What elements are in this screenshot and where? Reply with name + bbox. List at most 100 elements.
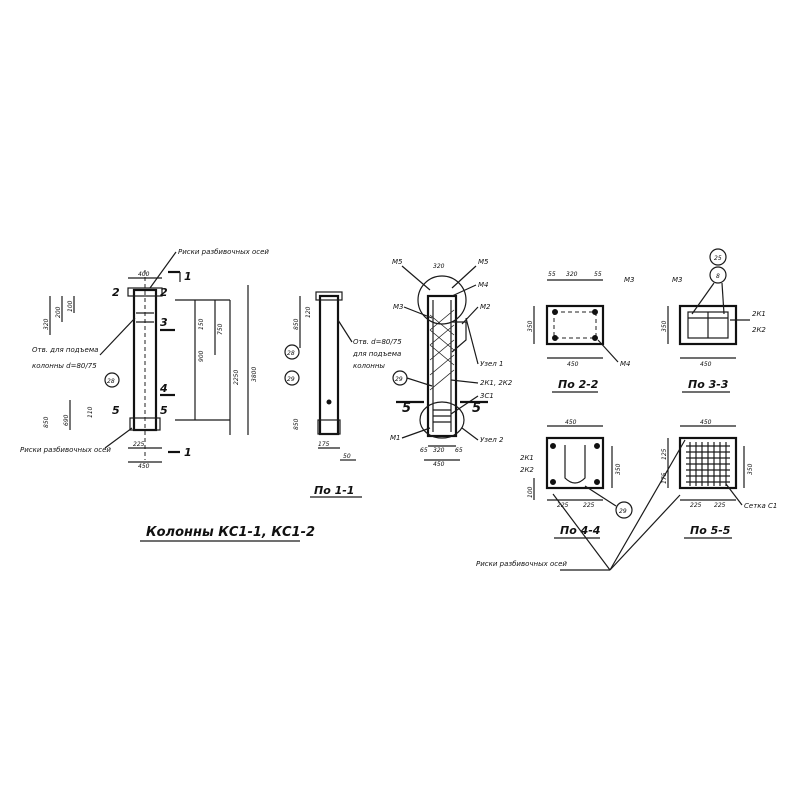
bottom-axis-note: Риски разбивочных осей (476, 560, 567, 568)
rebar-dim-320: 320 (433, 447, 445, 454)
sec55-outline (678, 436, 738, 490)
side-dim-850: 850 (293, 318, 300, 330)
label-m5-right: М5 (478, 258, 489, 266)
rebar-dim-65: 65 (420, 447, 428, 454)
sec22-dim-55b: 55 (594, 271, 602, 278)
label-2k: 2К1, 2К2 (480, 379, 513, 387)
sec33-dim-450: 450 (700, 361, 712, 368)
callout-28-text: 28 (107, 378, 115, 385)
sec44-label-2k1: 2К1 (520, 454, 534, 462)
sec22-bar-1 (552, 309, 558, 315)
sect-2b: 2 (160, 286, 168, 299)
side-column-base (317, 419, 341, 435)
dim-225: 225 (133, 441, 145, 448)
sec44-leader-29 (584, 485, 617, 507)
leader-m1 (401, 427, 431, 439)
sect-4: 4 (159, 382, 168, 395)
sec55-leader-mesh (725, 483, 743, 506)
sec22-dim-320: 320 (566, 271, 578, 278)
bottom-axis-leader (104, 427, 133, 449)
sec33-callout-8-text: 8 (716, 273, 720, 280)
side-callout-28 (284, 344, 300, 360)
dim-150: 150 (198, 318, 205, 330)
sec44-dim-350: 350 (615, 463, 622, 475)
node-circle-1 (417, 275, 467, 325)
lift-hole-note-1: Отв. для подъема (32, 346, 98, 354)
bottom-axis-leader-2 (609, 494, 681, 571)
sect-5b: 5 (160, 404, 168, 417)
section-3-3: 25 8 М3 2К1 2К2 350 450 По 3-3 (661, 248, 766, 393)
sec44-label-2k2: 2К2 (520, 466, 534, 474)
dim-900: 900 (198, 350, 205, 362)
sec33-leader-2 (721, 282, 725, 315)
leader-m5-right (451, 265, 477, 289)
elevation-view: 2 2 3 4 5 5 1 1 Риски разбивочных осей О… (20, 248, 269, 470)
rebar-dim-65b: 65 (455, 447, 463, 454)
sec55-dim-350: 350 (747, 463, 754, 475)
sec22-caption: По 2-2 (558, 378, 599, 391)
sec22-dim-450: 450 (567, 361, 579, 368)
leader-m4 (451, 284, 477, 297)
callout-28 (104, 372, 120, 388)
side-dim-850b: 850 (293, 418, 300, 430)
sec44-callout-29 (615, 501, 633, 519)
bottom-axis-leader-1 (552, 493, 611, 571)
side-note-1: Отв. d=80/75 (353, 338, 402, 346)
section-2-2: 55 320 55 350 450 М3 М4 По 2-2 (527, 271, 635, 393)
section-4-4: 450 350 100 2К1 2К2 225 225 29 По 4-4 (520, 419, 633, 539)
sec22-bar-2 (592, 309, 598, 315)
side-column-outline (318, 294, 340, 436)
section-5-left: 5 (402, 401, 411, 416)
sec44-dim-225b: 225 (583, 502, 595, 509)
sec33-label-2k1: 2К1 (752, 310, 766, 318)
dim-750: 750 (217, 323, 224, 335)
sec33-outline (678, 304, 738, 346)
side-note-3: колонны (353, 362, 385, 370)
sec33-label-m3: М3 (672, 276, 683, 284)
label-m3: М3 (393, 303, 404, 311)
stirrup-7 (429, 344, 455, 366)
sec33-caption: По 3-3 (688, 378, 729, 391)
leader-3c1 (450, 395, 479, 415)
stirrup-4 (429, 354, 455, 376)
dim-400: 400 (138, 271, 150, 278)
sec55-label-mesh: Сетка С1 (744, 502, 777, 510)
section-5-right: 5 (472, 401, 481, 416)
side-lift-hole (326, 399, 332, 405)
stirrup-2 (429, 324, 455, 346)
sec22-inner (553, 311, 597, 339)
bracket-m2 (451, 321, 467, 353)
sec55-dim-125: 125 (661, 448, 668, 460)
sec33-leader-1 (691, 282, 715, 315)
sec33-label-2k2: 2К2 (752, 326, 766, 334)
sec55-dim-225a: 225 (690, 502, 702, 509)
sec22-outline (545, 304, 605, 346)
sec44-bar-1 (550, 443, 556, 449)
sec22-label-m3: М3 (624, 276, 635, 284)
sec44-callout-29-text: 29 (619, 508, 627, 515)
sec55-dim-175: 175 (661, 472, 668, 484)
sec44-dim-450: 450 (565, 419, 577, 426)
dim-100: 100 (67, 300, 74, 312)
leader-node-1 (465, 317, 479, 365)
label-node-2: Узел 2 (480, 436, 504, 444)
sec55-mesh (686, 442, 730, 486)
dim-690: 690 (63, 414, 70, 426)
leader-m5-left (401, 265, 431, 291)
sec22-leader-m4 (597, 339, 619, 363)
side-callout-29-text: 29 (287, 376, 295, 383)
sect-3: 3 (160, 316, 168, 329)
stirrup-8 (429, 314, 455, 336)
sec44-outline (545, 436, 605, 490)
sec33-callout-25-text: 25 (714, 255, 722, 262)
sect-1-top: 1 (184, 270, 192, 283)
side-note-leader (337, 319, 353, 343)
side-dim-175: 175 (318, 441, 330, 448)
sec55-dim-450: 450 (700, 419, 712, 426)
dim-110: 110 (87, 406, 94, 418)
sec22-bar-3 (552, 335, 558, 341)
sec44-bar-3 (550, 479, 556, 485)
rebar-cage-outline (426, 294, 458, 438)
